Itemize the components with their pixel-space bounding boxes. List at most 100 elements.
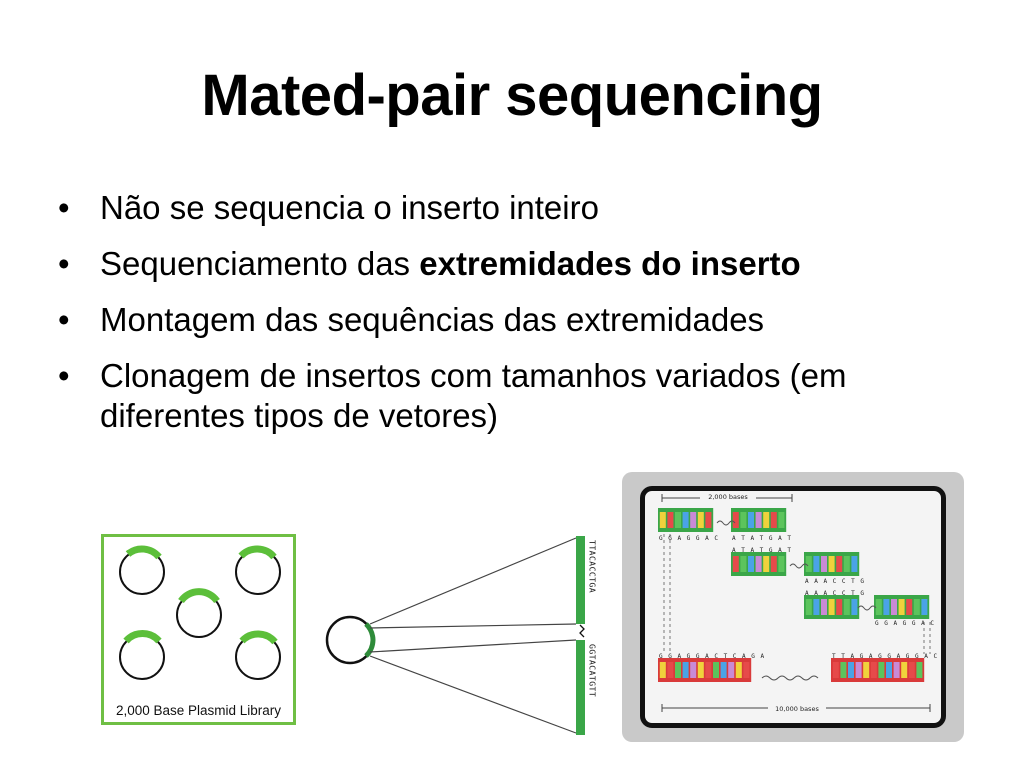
seq-label: G G A G G A C [659,535,719,542]
base-cell [851,556,858,572]
base-cell [913,599,920,615]
base-cell [713,662,719,678]
base-cell [875,599,882,615]
base-cell [675,662,681,678]
base-cell [682,662,689,678]
base-cell [821,599,827,615]
seq-label: A T A T G A T [732,547,792,554]
base-cell [840,662,847,678]
base-cell [659,662,666,678]
base-cell [921,599,928,615]
base-cell [697,512,704,528]
base-cell [813,599,820,615]
base-cell [848,662,854,678]
base-cell [720,662,727,678]
base-cell [908,662,915,678]
base-cell [851,599,858,615]
insert-arc [239,630,278,645]
seq-label: A A A C C T G [805,578,865,585]
base-cell [770,556,777,572]
span-label-bottom: 10,000 bases [775,705,819,713]
seq-label: G G A G G A C T C A G A [659,653,765,660]
base-cell [732,556,739,572]
read-bottom-sequence: GGTACATGTT [588,644,597,697]
seq-label: G G A G G A C [875,620,935,627]
wavy-connector [857,605,877,611]
read-blocks [658,508,930,682]
base-cell [682,512,689,528]
base-cell [878,662,885,678]
base-cell [763,512,770,528]
base-cell [778,512,785,528]
base-cell [740,512,747,528]
seq-label: A T A T G A T [732,535,792,542]
base-cell [843,556,850,572]
plasmid-circles-graphic [119,545,281,680]
base-cell [740,556,747,572]
bullet-dot: • [58,245,70,282]
base-cell [893,662,900,678]
projection-line [369,623,577,629]
wavy-connector [761,675,819,681]
bullet-item: • Clonagem de insertos com tamanhos vari… [58,356,978,436]
base-cell [883,599,890,615]
base-cell [728,662,735,678]
insert-arc [123,630,162,644]
base-cell [906,599,913,615]
base-cell [735,662,742,678]
bullet-text: Montagem das sequências das extremidades [100,301,765,338]
base-cell [898,599,905,615]
base-cell [828,556,835,572]
base-cell [870,662,877,678]
base-cell [855,662,862,678]
slide-title: Mated-pair sequencing [201,63,823,128]
seq-label: T T A G A G G A G G A C [832,653,938,660]
base-cell [755,556,762,572]
base-cell [763,556,770,572]
wavy-connector [716,520,736,526]
base-cell [755,512,762,528]
base-cell [748,556,754,572]
bullet-item: • Não se sequencia o inserto inteiro [58,188,978,228]
base-cell [690,662,697,678]
bullet-list: • Não se sequencia o inserto inteiro • S… [58,188,978,452]
base-cell [667,512,674,528]
bullet-item: • Sequenciamento das extremidades do ins… [58,244,978,284]
plasmid-library-caption: 2,000 Base Plasmid Library [115,703,282,718]
read-block [874,595,930,619]
base-cell [891,599,897,615]
base-cell [705,512,712,528]
base-cell [863,662,870,678]
read-top-sequence: TTACACCTGA [588,540,597,593]
bullet-text: Clonagem de insertos com tamanhos variad… [100,357,847,434]
projection-line [369,655,577,734]
insert-arc [178,588,220,604]
bullet-dot: • [58,189,70,226]
span-label-top: 2,000 bases [708,493,748,501]
wavy-connector [789,563,809,569]
insert-arc [238,545,277,560]
base-cell [828,599,835,615]
base-cell [805,556,812,572]
bullet-item: • Montagem das sequências das extremidad… [58,300,978,340]
base-cell [901,662,908,678]
break-mark [579,624,585,638]
base-cell [667,662,674,678]
projection-line [369,537,577,625]
bullet-text: Sequenciamento das [100,245,420,282]
base-cell [821,556,827,572]
read-bar-top [576,536,585,624]
base-cell [770,512,777,528]
base-cell [886,662,892,678]
insert-arc [125,545,162,560]
base-cell [805,599,812,615]
base-cell [743,662,750,678]
base-cell [836,599,843,615]
base-cell [916,662,923,678]
read-extraction-diagram: TTACACCTGA GGTACATGTT [325,536,597,735]
insert-arc [364,622,376,658]
base-cell [778,556,785,572]
read-block [658,658,752,682]
bullet-bold-text: extremidades do inserto [419,245,801,282]
base-cell [813,556,820,572]
